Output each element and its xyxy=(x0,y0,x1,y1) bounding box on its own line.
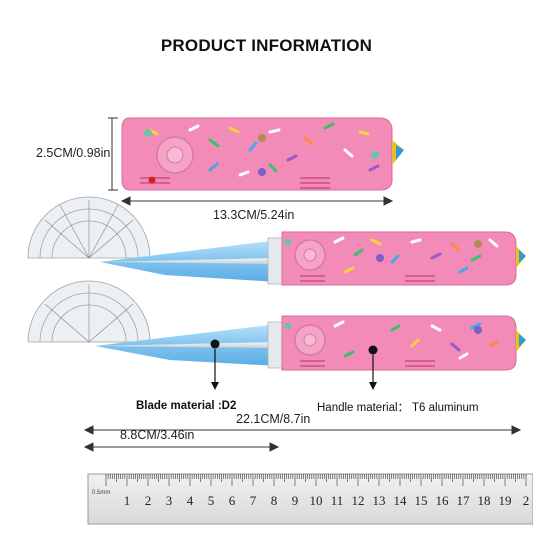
open-knife-lower xyxy=(95,315,526,371)
ruler-number: 13 xyxy=(373,493,386,508)
protractor-lower xyxy=(27,280,151,343)
ruler-number: 9 xyxy=(292,493,299,508)
ruler-number: 5 xyxy=(208,493,215,508)
ruler-number: 15 xyxy=(415,493,428,508)
ruler-number: 1 xyxy=(124,493,131,508)
blade-material-pointer xyxy=(210,339,220,390)
ruler-number: 2 xyxy=(145,493,152,508)
blade-length-arrow xyxy=(83,442,280,452)
closed-knife xyxy=(121,117,404,191)
open-knife-upper xyxy=(100,231,526,286)
ruler-number: 11 xyxy=(331,493,344,508)
page-title: PRODUCT INFORMATION xyxy=(160,36,373,55)
overall-length-arrow xyxy=(83,425,522,435)
ruler-number: 4 xyxy=(187,493,194,508)
ruler-number: 14 xyxy=(394,493,408,508)
ruler-number: 2 xyxy=(523,493,530,508)
ruler-number: 8 xyxy=(271,493,278,508)
ruler-number: 16 xyxy=(436,493,450,508)
ruler-number: 7 xyxy=(250,493,257,508)
ruler-number: 18 xyxy=(478,493,491,508)
ruler-unit-mark: 0.5mm xyxy=(92,490,110,496)
handle-material-pointer xyxy=(368,345,378,390)
ruler-number: 6 xyxy=(229,493,236,508)
width-marker xyxy=(108,117,118,191)
width-label: 2.5CM/0.98in xyxy=(36,146,111,160)
blade-length-label: 8.8CM/3.46in xyxy=(120,428,195,442)
ruler-number: 10 xyxy=(310,493,323,508)
handle-material-label: Handle material： T6 aluminum xyxy=(317,402,479,414)
ruler-number: 3 xyxy=(166,493,173,508)
ruler-number: 19 xyxy=(499,493,512,508)
ruler-number: 17 xyxy=(457,493,471,508)
blade-material-label: Blade material :D2 xyxy=(136,400,237,412)
closed-length-arrow xyxy=(120,196,394,206)
closed-length-label: 13.3CM/5.24in xyxy=(213,208,295,222)
ruler-number: 12 xyxy=(352,493,365,508)
overall-length-label: 22.1CM/8.7in xyxy=(236,412,311,426)
protractor xyxy=(27,196,151,259)
